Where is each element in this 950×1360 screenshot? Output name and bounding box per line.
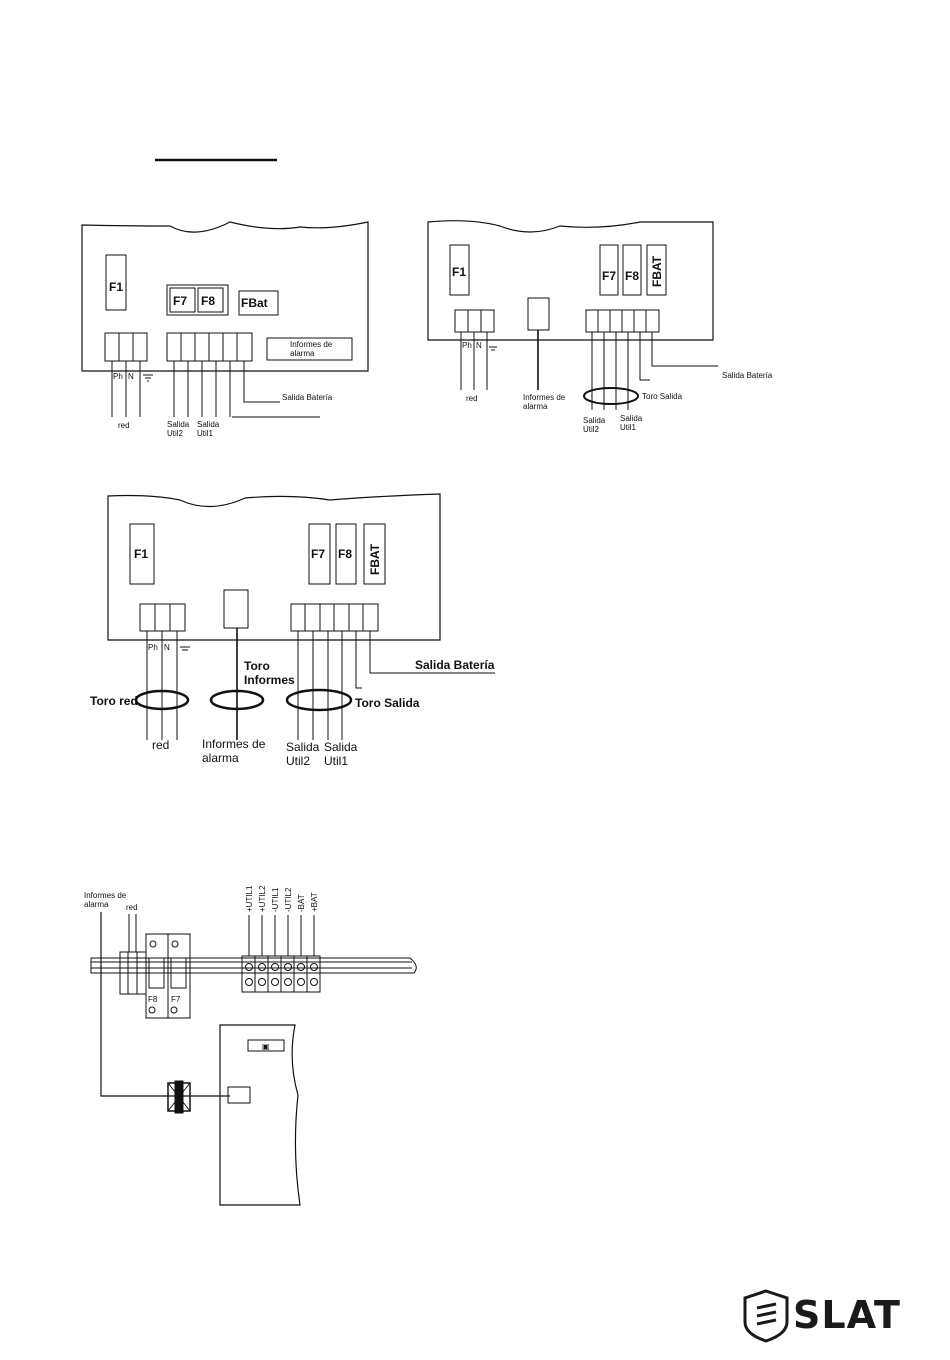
d1-fuse-fbat-label: FBat: [241, 296, 268, 310]
d1-terminal-ph: Ph: [113, 372, 123, 381]
device-display: [247, 1039, 285, 1052]
d3-fuse-fbat-label: FBAT: [368, 543, 382, 575]
d2-terminal-ph: Ph: [462, 341, 472, 350]
diagram-2-panel: [427, 220, 714, 341]
d3-toro-red-label: Toro red: [90, 694, 138, 708]
d3-fuse-f8-label: F8: [338, 547, 352, 561]
brand-logo: SLAT: [743, 1289, 901, 1343]
d4-terminal-label-5: -BAT: [297, 894, 306, 912]
informes-box: [527, 297, 550, 331]
din-rail: [90, 957, 417, 974]
terminal-block-input: [454, 309, 495, 333]
fuse-f7-f8-box: [166, 284, 229, 316]
d4-terminal-label-4: -UTIL2: [284, 887, 293, 912]
d1-fuse-f8-label: F8: [201, 294, 215, 308]
diagram-2: [427, 220, 718, 410]
d4-terminal-label-1: +UTIL1: [245, 885, 254, 912]
fuse-f7: [169, 287, 196, 313]
d3-fuse-f7-label: F7: [311, 547, 325, 561]
fuse-f1: [105, 254, 127, 311]
device-panel: [219, 1024, 301, 1206]
fuse-holder-f7: [167, 933, 191, 1019]
d4-terminal-label-6: +BAT: [310, 892, 319, 912]
fuse-f8: [335, 523, 357, 585]
d2-terminal-n: N: [476, 341, 482, 350]
informes-wire: [100, 912, 230, 1097]
d4-terminal-label-3: -UTIL1: [271, 887, 280, 912]
shield-icon: [743, 1289, 789, 1343]
brand-name: SLAT: [793, 1293, 901, 1337]
diagram-4: ▣: [90, 912, 417, 1206]
fuse-fbat: [238, 290, 279, 316]
d1-terminal-n: N: [128, 372, 134, 381]
fuse-f1: [449, 244, 470, 296]
d3-fuse-f1-label: F1: [134, 547, 148, 561]
d2-red-label: red: [466, 394, 478, 403]
diagram-3: [107, 493, 495, 740]
fuse-fbat: [646, 244, 667, 296]
diagram-3-panel: [107, 493, 441, 641]
diagram-1-panel: [81, 221, 369, 372]
d1-fuse-f1-label: F1: [109, 280, 123, 294]
terminal-block-input: [139, 603, 186, 632]
fuse-f8: [197, 287, 224, 313]
d2-fuse-f1-label: F1: [452, 265, 466, 279]
d4-red-label: red: [126, 903, 138, 912]
fuse-f7: [599, 244, 619, 296]
d2-fuse-f8-label: F8: [625, 269, 639, 283]
toro-informes-ring: [209, 689, 265, 711]
toro-salida-ring: [583, 387, 639, 405]
toro-salida-ring: [285, 688, 353, 712]
d3-terminal-ph: Ph: [148, 643, 158, 652]
d3-toro-salida-label: Toro Salida: [355, 696, 420, 710]
d2-toro-salida-label: Toro Salida: [642, 392, 683, 401]
fuse-f1: [129, 523, 155, 585]
fuse-f7: [308, 523, 331, 585]
d4-terminal-label-2: +UTIL2: [258, 885, 267, 912]
d1-red-label: red: [118, 421, 130, 430]
d1-salida-bateria-label: Salida Batería: [282, 393, 333, 402]
svg-text:▣: ▣: [262, 1042, 270, 1051]
d3-terminal-n: N: [164, 643, 170, 652]
d3-red-label: red: [152, 738, 169, 752]
d2-fuse-f7-label: F7: [602, 269, 616, 283]
informes-box: [266, 337, 353, 361]
terminal-block-input: [104, 332, 148, 362]
fuse-f8: [622, 244, 642, 296]
device-input-box: [227, 1086, 251, 1104]
diagram-1: [81, 221, 369, 418]
toro-red-ring: [134, 689, 190, 711]
d2-fuse-fbat-label: FBAT: [650, 255, 664, 287]
d3-salida-bateria-label: Salida Batería: [415, 658, 495, 672]
d4-fuse-f7-label: F7: [171, 995, 181, 1004]
fuse-fbat: [363, 523, 386, 585]
d1-fuse-f7-label: F7: [173, 294, 187, 308]
d4-fuse-f8-label: F8: [148, 995, 158, 1004]
informes-box: [223, 589, 249, 629]
d2-salida-bateria-label: Salida Batería: [722, 371, 773, 380]
